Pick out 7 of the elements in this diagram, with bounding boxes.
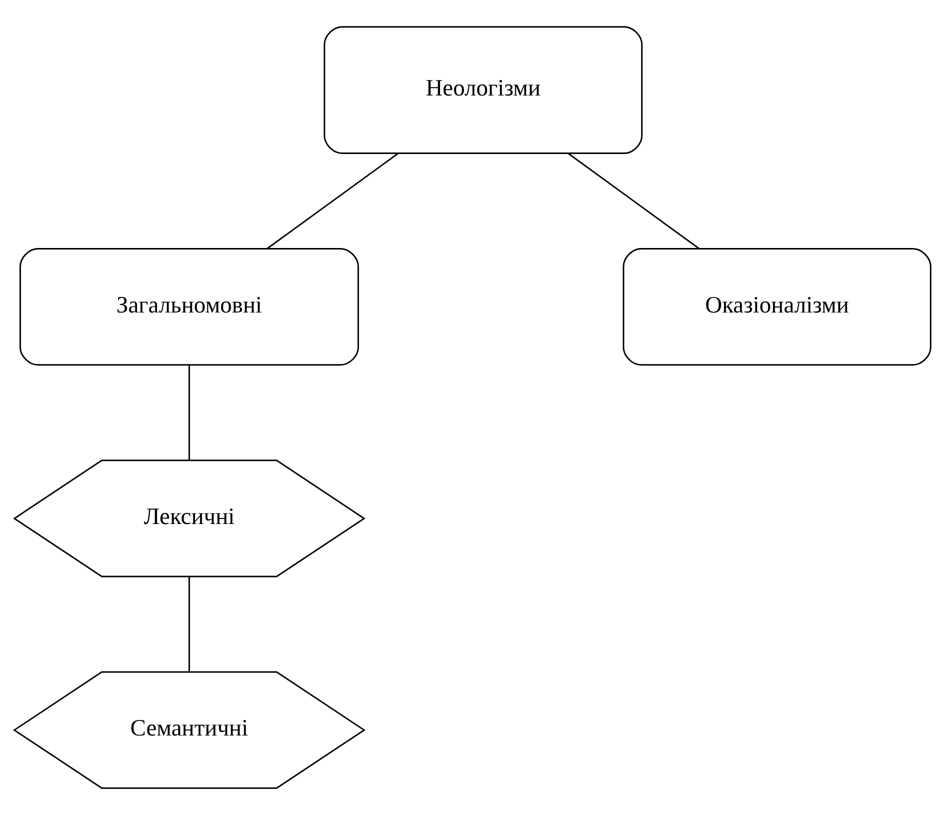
connector [266,152,399,249]
node-box: Загальномовні [20,248,359,366]
connector [568,152,700,249]
connector [188,364,190,460]
node-box: Неологізми [324,26,643,154]
connector [188,576,190,672]
node-box: Оказіоналізми [622,248,932,366]
